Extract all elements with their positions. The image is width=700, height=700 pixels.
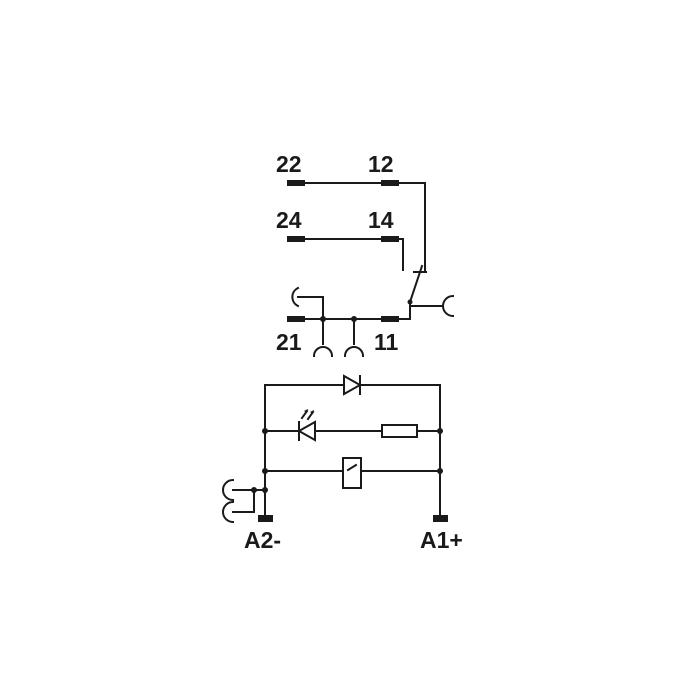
- terminal-pin-24: [287, 236, 305, 242]
- terminal-label-12: 12: [368, 151, 394, 177]
- test-socket-icon: [222, 500, 235, 524]
- terminal-label-22: 22: [276, 151, 302, 177]
- terminal-pin-a2: [258, 515, 273, 522]
- terminal-pin-14: [381, 236, 399, 242]
- test-socket-icon: [442, 294, 455, 318]
- test-socket-icon: [343, 346, 365, 358]
- test-socket-icon: [222, 478, 235, 502]
- resistor-icon: [381, 424, 418, 438]
- terminal-label-a2: A2-: [244, 527, 281, 553]
- test-socket-icon: [291, 286, 300, 308]
- terminal-pin-21: [287, 316, 305, 322]
- diode-icon: [343, 374, 363, 396]
- terminal-label-21: 21: [276, 329, 302, 355]
- led-icon: [296, 409, 316, 442]
- test-socket-icon: [312, 346, 334, 358]
- terminal-pin-11: [381, 316, 399, 322]
- terminal-label-14: 14: [368, 207, 394, 233]
- terminal-pin-12: [381, 180, 399, 186]
- coil-circuit: [222, 374, 448, 524]
- terminal-label-a1: A1+: [420, 527, 463, 553]
- terminal-label-24: 24: [276, 207, 302, 233]
- relay-coil-icon: [342, 457, 362, 489]
- contact-wiring: [287, 180, 455, 358]
- terminal-label-11: 11: [374, 329, 399, 355]
- terminal-pin-22: [287, 180, 305, 186]
- terminal-pin-a1: [433, 515, 448, 522]
